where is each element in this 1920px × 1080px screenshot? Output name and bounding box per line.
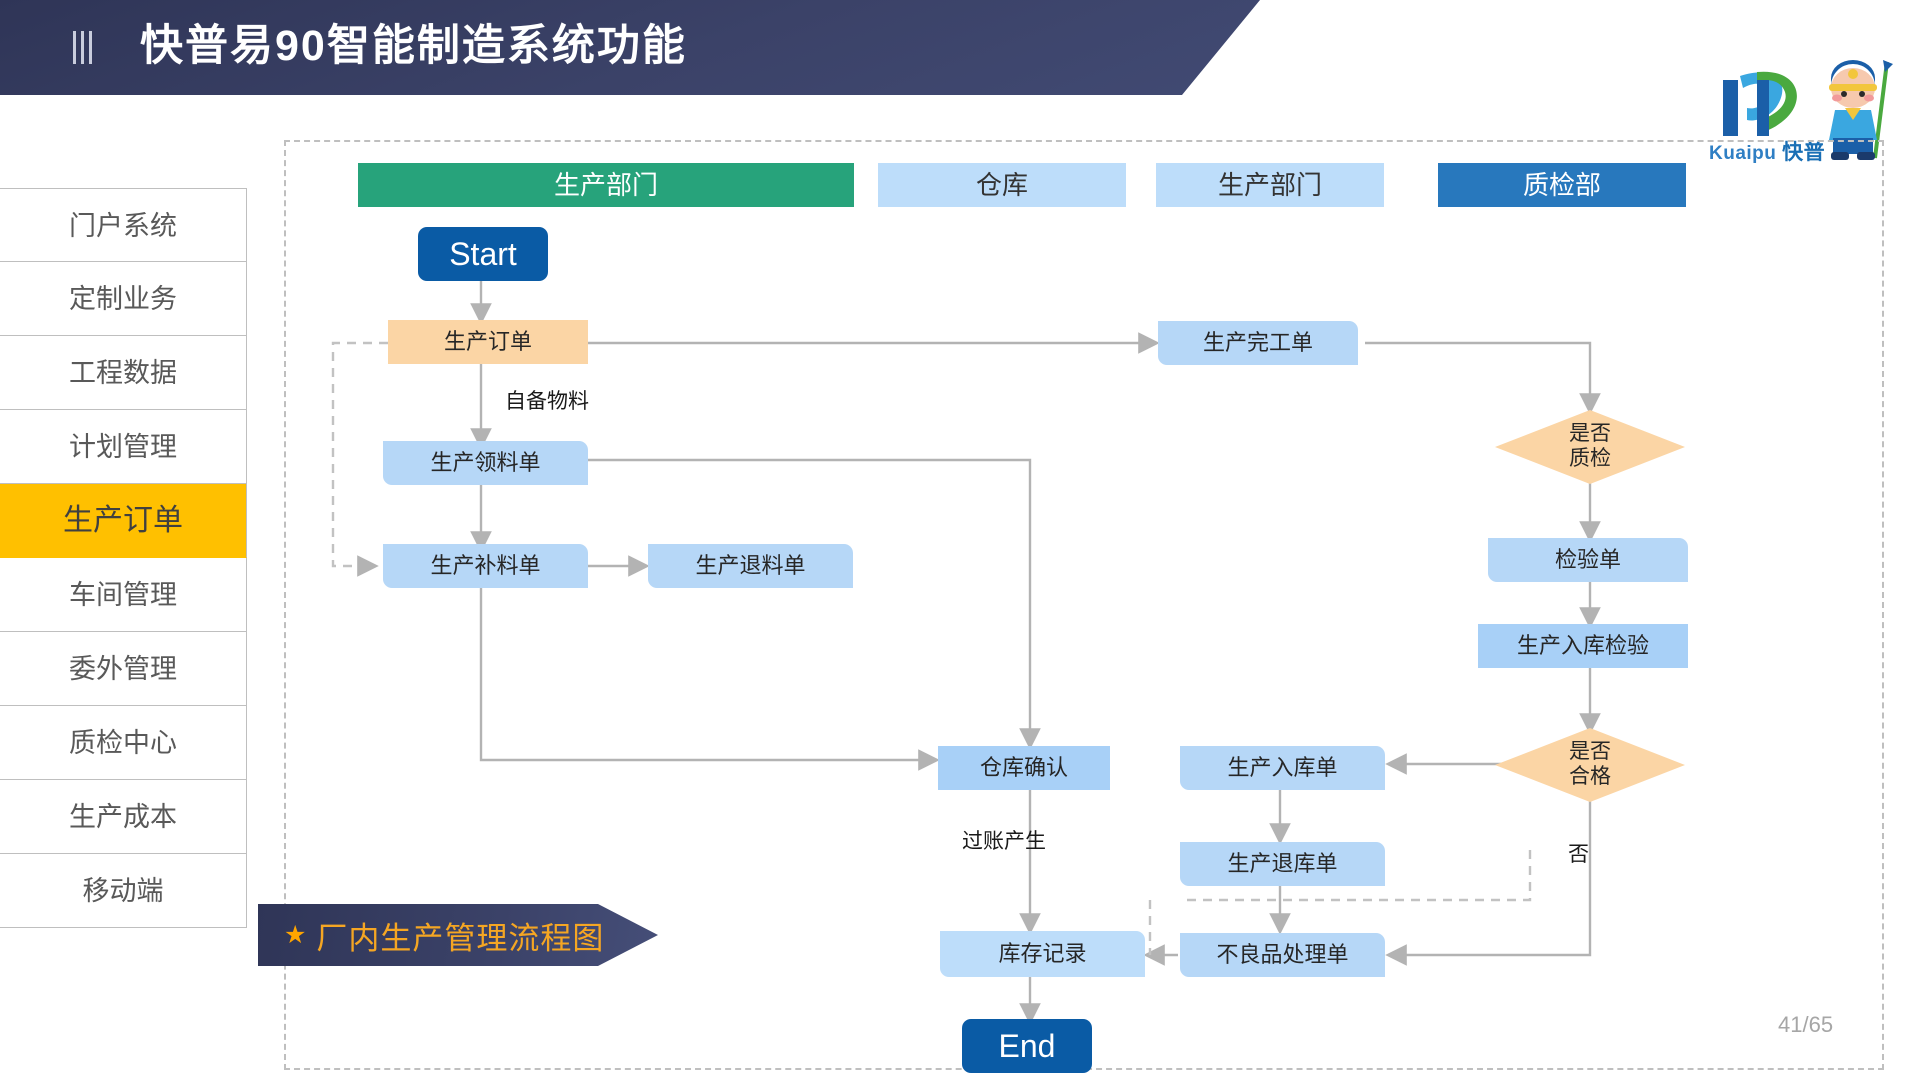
sidebar: 门户系统 定制业务 工程数据 计划管理 生产订单 车间管理 委外管理 质检中心 … — [0, 188, 247, 928]
node-material-supplement[interactable]: 生产补料单 — [383, 544, 588, 588]
node-inspection-sheet[interactable]: 检验单 — [1488, 538, 1688, 582]
node-production-completion[interactable]: 生产完工单 — [1158, 321, 1358, 365]
node-inbound-return[interactable]: 生产退库单 — [1180, 842, 1385, 886]
decision2-line-1: 是否 — [1569, 740, 1611, 764]
edge-label-posting-generated: 过账产生 — [962, 830, 1046, 853]
decision-line-1: 是否 — [1569, 422, 1611, 446]
node-inbound-order[interactable]: 生产入库单 — [1180, 746, 1385, 790]
hamburger-icon[interactable] — [73, 31, 92, 64]
node-production-order[interactable]: 生产订单 — [388, 320, 588, 364]
sidebar-item-2[interactable]: 工程数据 — [0, 336, 247, 410]
logo-wordmark: Kuaipu 快普 — [1709, 136, 1825, 166]
mascot-icon — [1829, 60, 1893, 160]
decision2-line-2: 合格 — [1569, 765, 1611, 788]
edge-label-no: 否 — [1568, 843, 1589, 866]
lane-header-3: 质检部 — [1438, 163, 1686, 207]
page-title: 快普易90智能制造系统功能 — [140, 22, 687, 70]
section-banner: ★ 厂内生产管理流程图 — [258, 904, 658, 966]
logo-chinese: 快普 — [1782, 141, 1826, 164]
node-defect-handling[interactable]: 不良品处理单 — [1180, 933, 1385, 977]
node-warehouse-confirm[interactable]: 仓库确认 — [938, 746, 1110, 790]
node-inventory-record[interactable]: 库存记录 — [940, 931, 1145, 977]
title-bar — [0, 0, 1260, 95]
page-number: 41/65 — [1778, 1012, 1834, 1037]
node-start[interactable]: Start — [418, 227, 548, 281]
sidebar-item-0[interactable]: 门户系统 — [0, 188, 247, 262]
sidebar-item-5[interactable]: 车间管理 — [0, 558, 247, 632]
brand-logo: Kuaipu 快普 — [1705, 58, 1905, 166]
sidebar-item-7[interactable]: 质检中心 — [0, 706, 247, 780]
decision-line-2: 质检 — [1569, 447, 1611, 470]
edge-label-self-material: 自备物料 — [505, 390, 589, 413]
node-material-requisition[interactable]: 生产领料单 — [383, 441, 588, 485]
sidebar-item-3[interactable]: 计划管理 — [0, 410, 247, 484]
logo-latin: Kuaipu — [1709, 143, 1777, 164]
sidebar-item-1[interactable]: 定制业务 — [0, 262, 247, 336]
sidebar-item-6[interactable]: 委外管理 — [0, 632, 247, 706]
kp-mark-icon — [1723, 71, 1797, 136]
sidebar-item-4-active[interactable]: 生产订单 — [0, 484, 247, 558]
lane-header-2: 生产部门 — [1156, 163, 1384, 207]
node-material-return[interactable]: 生产退料单 — [648, 544, 853, 588]
section-banner-label: 厂内生产管理流程图 — [316, 920, 605, 956]
star-icon: ★ — [284, 921, 307, 949]
sidebar-item-9[interactable]: 移动端 — [0, 854, 247, 928]
node-end[interactable]: End — [962, 1019, 1092, 1073]
lane-header-1: 仓库 — [878, 163, 1126, 207]
lane-header-0: 生产部门 — [358, 163, 854, 207]
node-inbound-inspection[interactable]: 生产入库检验 — [1478, 624, 1688, 668]
sidebar-item-8[interactable]: 生产成本 — [0, 780, 247, 854]
